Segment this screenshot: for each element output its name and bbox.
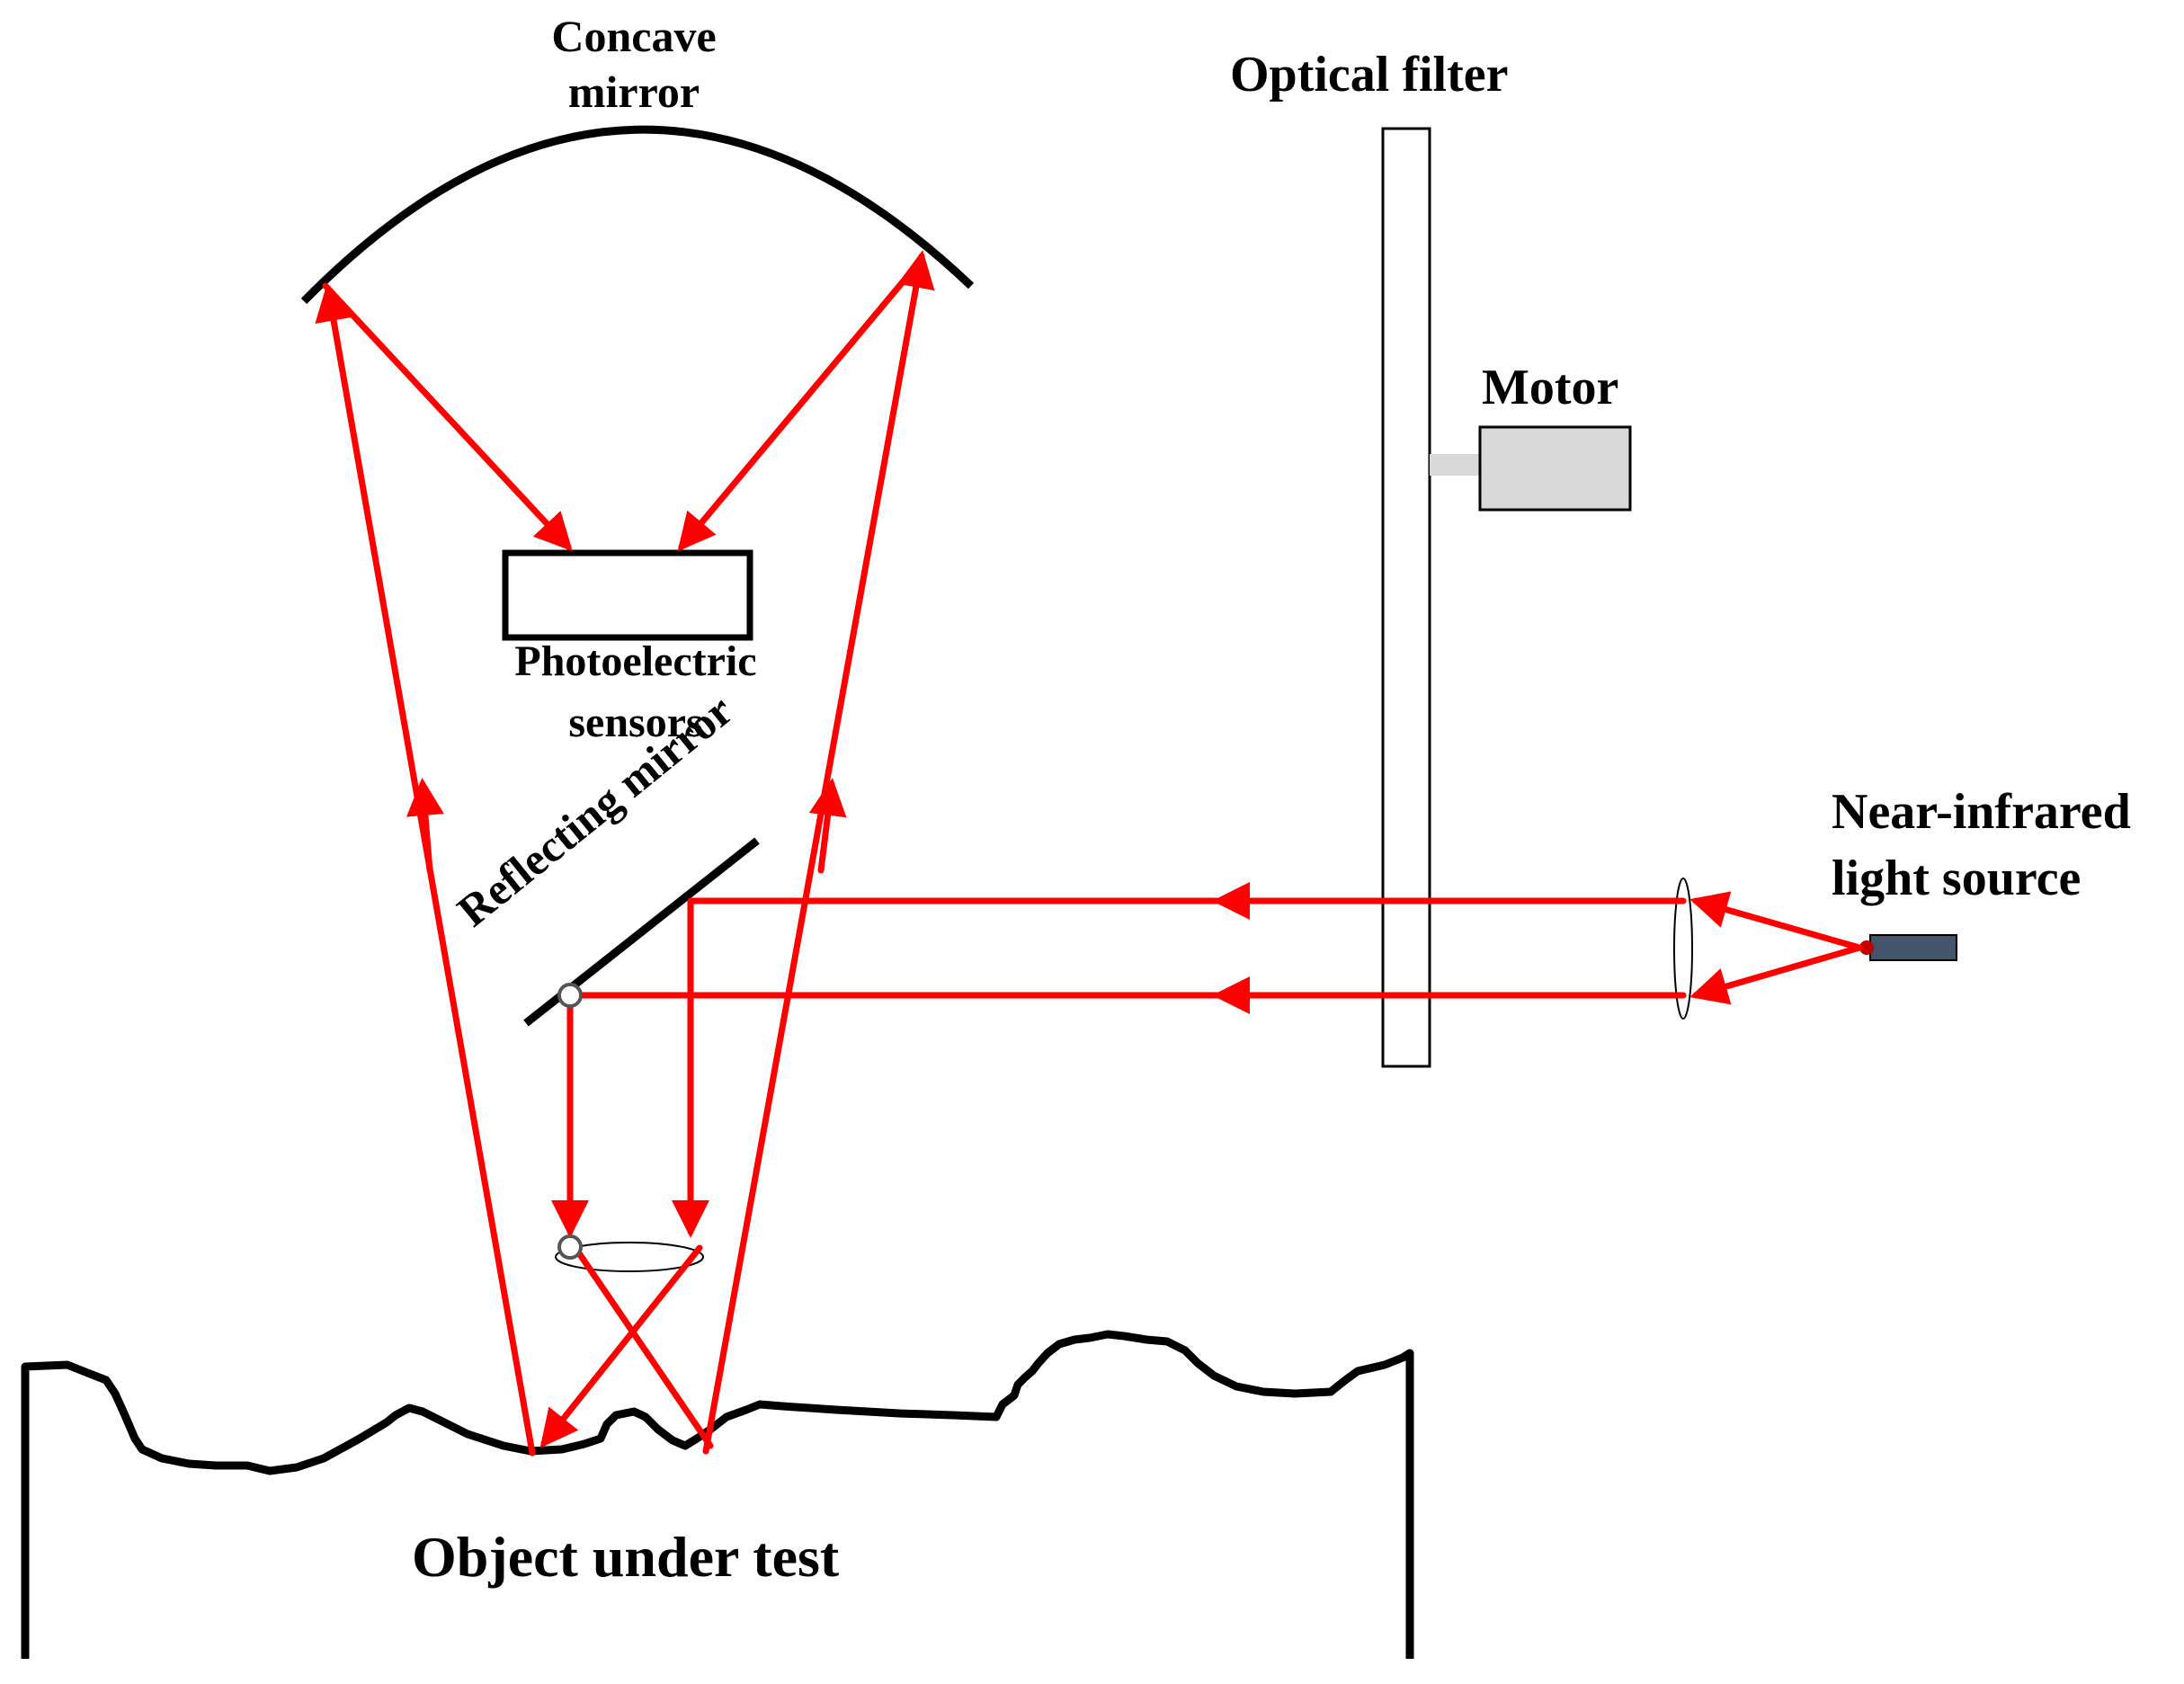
beam-source-to-lens-top [1689,891,1863,951]
photoelectric-sensors-label-line1: Photoelectric [514,637,757,685]
light-source-emitter [1859,940,1874,955]
beam-up-right-mid [808,778,847,874]
beam-up-right [702,250,935,1455]
lens-pivot [557,1234,583,1260]
beam-mirror-to-sensor-left [322,282,573,552]
concave-mirror-label-line2: mirror [567,67,700,117]
beam-mirror-to-sensor-right [677,259,923,552]
mirror-pivot [557,983,583,1008]
optical-filter [1381,127,1431,1068]
motor-label: Motor [1482,360,1619,415]
object-under-test-label: Object under test [412,1525,840,1589]
motor-shaft [1430,454,1480,476]
collimating-lens [1673,878,1693,1020]
photoelectric-sensors-label: Photoelectric sensors [472,640,799,744]
photoelectric-sensors-label-line2: sensors [568,699,703,746]
motor-body [1478,425,1632,512]
light-source-label-line1: Near-infrared [1832,784,2131,840]
beam-cross-to-right [572,1244,714,1449]
light-beams [315,250,1863,1457]
light-source-label: Near-infrared light source [1832,787,2131,904]
concave-mirror [300,125,975,305]
beam-cross-to-left [539,1244,703,1448]
concave-mirror-label: Concave mirror [504,13,764,114]
focusing-lens [555,1242,704,1272]
light-source-body [1869,934,1957,961]
photoelectric-sensor [502,549,753,641]
concave-mirror-label-line1: Concave [551,11,717,61]
optical-filter-label: Optical filter [1230,47,1509,102]
light-source-label-line2: light source [1832,851,2081,906]
beam-source-to-lens-bottom [1689,944,1863,1005]
beam-up-left-mid [406,778,444,874]
